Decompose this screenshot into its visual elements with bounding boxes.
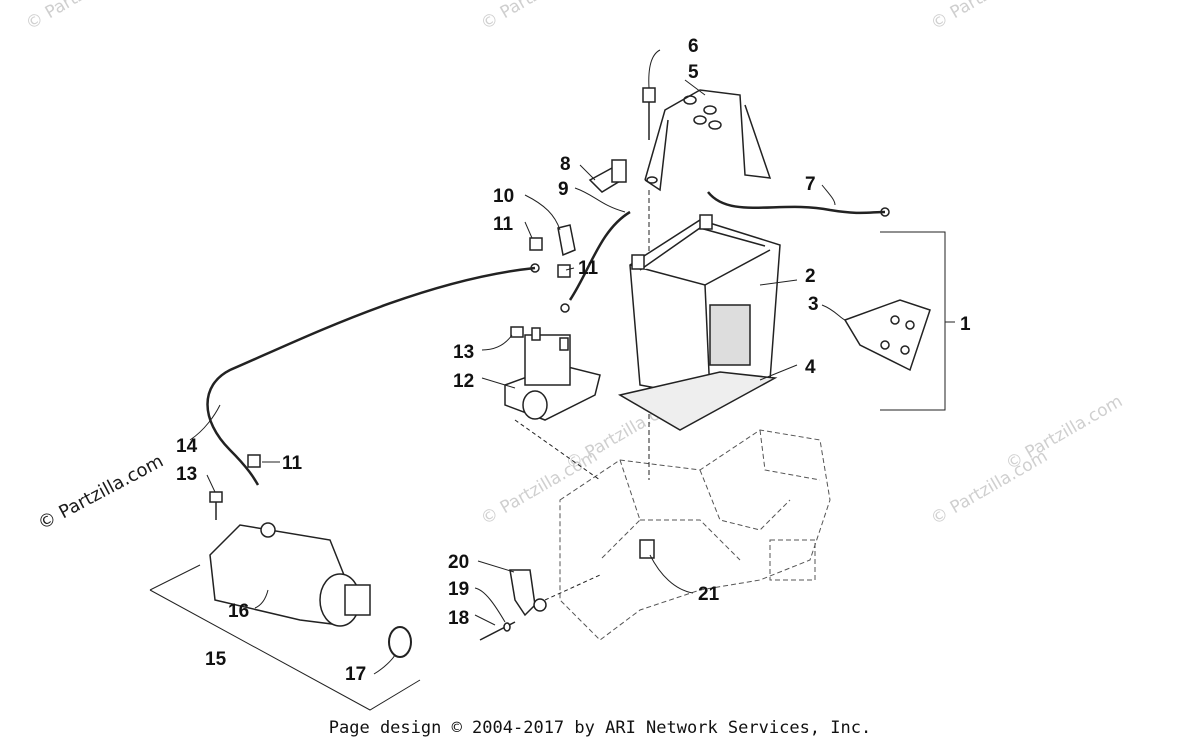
watermark-dark: © Partzilla.com — [34, 451, 167, 535]
ground-cable — [707, 191, 890, 217]
battery — [629, 214, 781, 401]
leader-lines — [189, 49, 955, 675]
callout-3: 3 — [808, 294, 819, 315]
o-ring — [388, 626, 412, 658]
callout-13-b: 13 — [176, 464, 197, 485]
bracket-parts — [479, 539, 655, 641]
watermark: © Partzilla.com — [23, 0, 147, 34]
watermark: © Partzilla.com — [928, 0, 1052, 34]
callout-14: 14 — [176, 436, 198, 457]
callout-18: 18 — [448, 608, 469, 629]
starter-cable — [206, 263, 540, 486]
frame — [559, 429, 831, 641]
callouts: 1 2 3 4 5 6 7 8 9 10 11 11 11 12 13 13 1… — [176, 36, 971, 685]
callout-11: 11 — [493, 214, 514, 235]
callout-11-b: 11 — [578, 258, 599, 279]
starter-motor — [209, 522, 371, 627]
callout-8: 8 — [560, 154, 571, 175]
callout-17: 17 — [345, 664, 366, 685]
watermark: © Partzilla.com — [1003, 391, 1127, 474]
assembly-box — [149, 564, 421, 711]
page-footer: Page design © 2004-2017 by ARI Network S… — [328, 718, 872, 738]
callout-21: 21 — [698, 584, 720, 605]
bracket-1 — [880, 231, 946, 411]
callout-7: 7 — [805, 174, 816, 195]
callout-2: 2 — [805, 266, 816, 287]
callout-20: 20 — [448, 552, 469, 573]
callout-1: 1 — [960, 314, 971, 335]
callout-10: 10 — [493, 186, 514, 207]
callout-13: 13 — [453, 342, 474, 363]
callout-16: 16 — [228, 601, 249, 622]
callout-5: 5 — [688, 62, 699, 83]
hardware-kit — [843, 299, 931, 372]
terminal-boot — [557, 159, 627, 257]
callout-19: 19 — [448, 579, 469, 600]
callout-11-c: 11 — [282, 453, 303, 474]
starter-solenoid — [504, 327, 601, 481]
callout-6: 6 — [688, 36, 699, 57]
callout-15: 15 — [205, 649, 227, 670]
nuts — [247, 237, 571, 468]
bolts — [209, 326, 524, 520]
callout-12: 12 — [453, 371, 474, 392]
battery-pad — [617, 371, 778, 431]
watermark: © Partzilla.com — [478, 0, 602, 34]
battery-bracket — [644, 89, 772, 192]
callout-9: 9 — [558, 179, 569, 200]
callout-4: 4 — [805, 357, 816, 378]
positive-cable — [560, 210, 631, 313]
